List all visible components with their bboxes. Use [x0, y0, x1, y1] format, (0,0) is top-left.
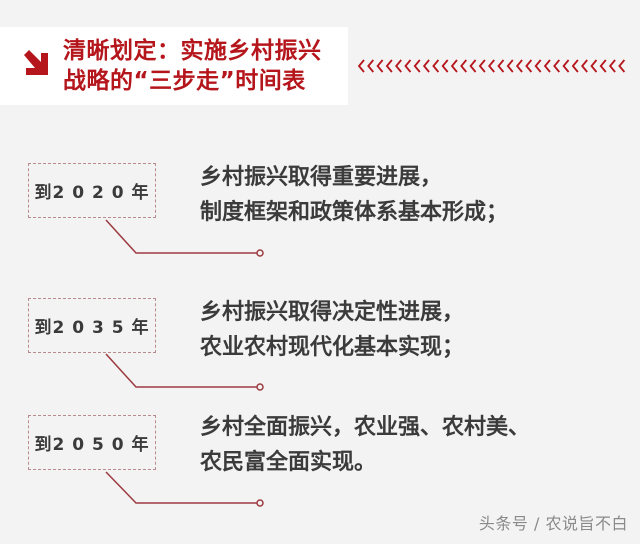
year-badge-2035: 到2 0 3 5 年	[28, 298, 156, 353]
watermark: 头条号 / 农说旨不白	[478, 514, 628, 533]
arrow-down-right-icon	[24, 50, 48, 75]
milestone-line-1: 乡村振兴取得决定性进展，	[200, 299, 465, 325]
connector-line	[105, 219, 264, 257]
milestone-line-2: 农民富全面实现。	[200, 449, 377, 475]
title-line-2: 战略的“三步走”时间表	[63, 68, 306, 94]
year-badge-2020: 到2 0 2 0 年	[28, 163, 156, 218]
title-line-1: 清晰划定：实施乡村振兴	[63, 38, 322, 64]
year-badge-2050: 到2 0 5 0 年	[28, 415, 156, 470]
page-title: 清晰划定：实施乡村振兴 战略的“三步走”时间表	[63, 36, 322, 96]
title-banner	[0, 27, 348, 105]
milestone-line-2: 农业农村现代化基本实现；	[200, 334, 465, 360]
milestone-description-2020: 乡村振兴取得重要进展， 制度框架和政策体系基本形成；	[200, 160, 508, 230]
chevron-left-row-icon	[357, 59, 626, 73]
connector-line	[105, 471, 264, 507]
milestone-line-1: 乡村振兴取得重要进展，	[200, 164, 443, 190]
milestone-line-2: 制度框架和政策体系基本形成；	[200, 199, 509, 225]
milestone-line-1: 乡村全面振兴，农业强、农村美、	[200, 414, 531, 440]
milestone-description-2050: 乡村全面振兴，农业强、农村美、 农民富全面实现。	[200, 410, 530, 480]
milestone-description-2035: 乡村振兴取得决定性进展， 农业农村现代化基本实现；	[200, 295, 464, 365]
connector-line	[105, 353, 264, 391]
